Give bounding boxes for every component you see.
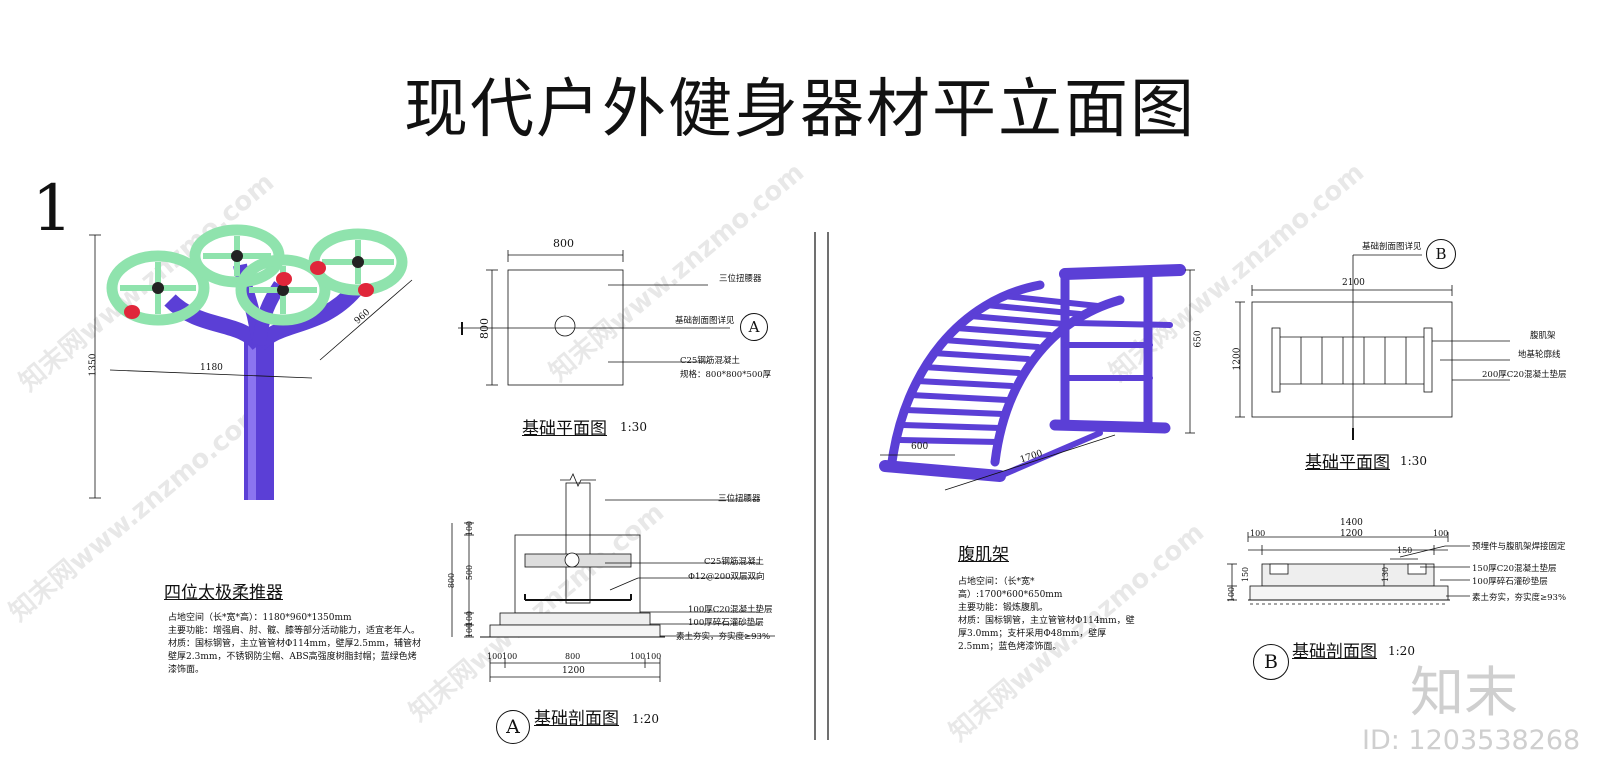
section-label: 100厚碎石灌砂垫层 [1472,577,1548,587]
foundation-section-a [451,473,775,682]
plan-label: 腹肌架 [1530,331,1556,341]
plan-width-dim: 2100 [1342,278,1365,288]
plan-title: 基础平面图 [1305,453,1390,473]
dim-width-label: 600 [911,442,929,452]
dim-height-label: 1350 [88,353,99,377]
section-label: C25钢筋混凝土 [704,557,764,567]
section-hdim: 1200 [562,666,585,676]
foundation-section-b [1227,532,1470,605]
section-label: Φ12@200双层双向 [688,572,765,582]
section-vdim: 100 [1227,586,1237,603]
section-label: 预埋件与腹肌架焊接固定 [1472,542,1566,552]
section-vdim: 150 [1241,566,1251,583]
section-label: 150厚C20混凝土垫层 [1472,564,1557,574]
foundation-plan-b [1235,254,1510,440]
plan-label: 基础剖面图详见 [675,316,735,326]
plan-label: 基础剖面图详见 [1362,242,1422,252]
section-hdim: 100 [487,652,503,661]
plan-scale: 1:30 [620,420,647,434]
page-title: 现代户外健身器材平立面图 [404,73,1196,147]
sheet-number: 1 [32,172,73,246]
section-hdim: 100 [1433,529,1449,538]
product-name: 腹肌架 [958,545,1009,565]
section-hdim: 150 [1397,546,1413,555]
dim-height-label: 650 [1193,330,1204,348]
plan-label: 200厚C20混凝土垫层 [1482,370,1567,380]
section-hdim: 800 [565,652,581,661]
callout-a: A [740,313,768,341]
plan-width-dim: 800 [553,237,574,250]
section-label: 三位扭腰器 [718,494,761,504]
section-hdim: 100 [630,652,646,661]
section-vdim: 500 [465,564,475,581]
plan-scale: 1:30 [1400,454,1427,468]
callout-a: A [496,710,530,744]
section-hdim: 100 [502,652,518,661]
section-hdim: 1400 [1340,518,1363,528]
taichi-pusher-illustration [106,224,408,500]
section-scale: 1:20 [632,712,659,726]
plan-label: 地基轮廓线 [1518,350,1561,360]
section-vdim: 130 [1381,566,1391,583]
image-id: ID: 1203538268 [1362,725,1581,756]
plan-height-dim: 1200 [1232,347,1243,371]
plan-label: C25钢筋混凝土 [680,356,740,366]
product-description: 占地空间（长*宽*高）：1180*960*1350mm 主要功能：增强肩、肘、髋… [168,613,422,675]
plan-label: 三位扭腰器 [719,274,762,284]
callout-b: B [1253,644,1289,680]
plan-label: 规格：800*800*500厚 [680,370,772,380]
section-label: 100厚碎石灌砂垫层 [688,618,764,628]
callout-b: B [1426,239,1456,269]
dim-width-label: 1180 [200,363,223,373]
section-vdim: 100 [465,622,475,639]
plan-title: 基础平面图 [522,419,607,439]
section-vdim: 800 [447,572,457,589]
section-title: 基础剖面图 [1292,642,1377,662]
situp-bench-illustration [879,264,1186,482]
section-hdim: 1200 [1340,529,1363,539]
plan-height-dim: 800 [478,318,491,339]
section-title: 基础剖面图 [534,709,619,729]
section-hdim: 100 [1250,529,1266,538]
foundation-plan-a [458,250,730,386]
product-name: 四位太极柔推器 [164,583,283,603]
product-description: 占地空间：（长*宽*高）:1700*600*650mm 主要功能：锻炼腹肌。 材… [958,577,1135,652]
section-hdim: 100 [646,652,662,661]
znzmo-logo: 知末 [1410,661,1518,724]
section-label: 素土夯实，夯实度≥93% [1472,593,1567,603]
section-vdim: 100 [465,520,475,537]
section-label: 100厚C20混凝土垫层 [688,605,773,615]
section-label: 素土夯实，夯实度≥93% [676,632,771,642]
section-scale: 1:20 [1388,644,1415,658]
